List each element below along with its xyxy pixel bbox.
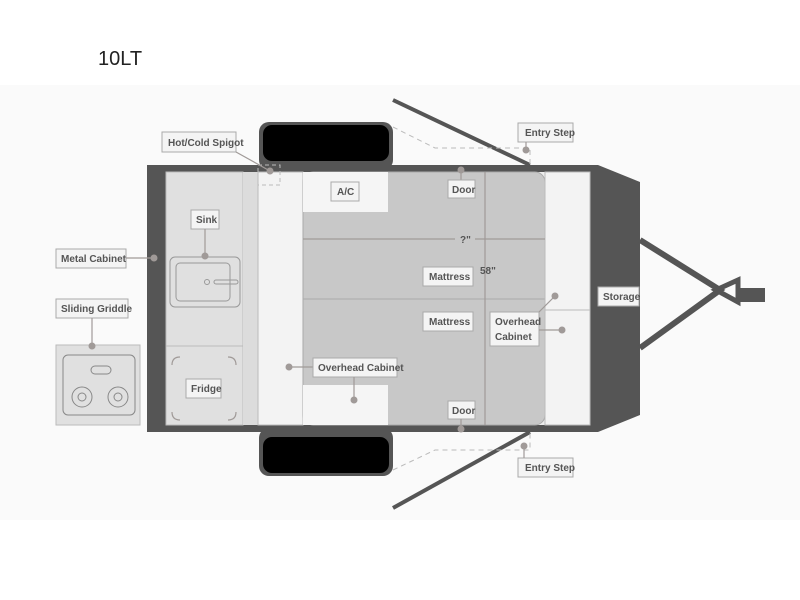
callout-sliding-griddle: Sliding Griddle (55, 298, 133, 350)
knob-icon (90, 365, 112, 375)
svg-text:Storage: Storage (603, 292, 641, 303)
callout-sink: Sink (190, 209, 220, 260)
burner-icon (71, 386, 93, 408)
svg-text:Metal Cabinet: Metal Cabinet (61, 254, 127, 265)
svg-text:Door: Door (452, 406, 475, 417)
faucet-icon (213, 279, 239, 285)
burner-center (113, 392, 123, 402)
burner-icon (107, 386, 129, 408)
a-frame-top (392, 98, 531, 167)
callout-overhead-cabinet-right: Overhead Cabinet (489, 292, 566, 347)
svg-text:Overhead Cabinet: Overhead Cabinet (318, 363, 404, 374)
callout-overhead-cabinet-left: Overhead Cabinet (285, 357, 404, 404)
callout-door-top: Door (447, 166, 476, 199)
width-dimension: ?" (460, 235, 471, 246)
svg-text:Entry Step: Entry Step (525, 128, 575, 139)
height-dimension: 58" (480, 266, 496, 277)
svg-text:Fridge: Fridge (191, 384, 222, 395)
tire-bottom (263, 437, 389, 473)
drain-icon (204, 279, 210, 285)
griddle-icon (62, 354, 136, 416)
svg-text:Cabinet: Cabinet (495, 332, 532, 343)
bottom-cabinet (303, 385, 388, 425)
burner-center (77, 392, 87, 402)
callout-fridge: Fridge (185, 378, 222, 399)
callout-metal-cabinet: Metal Cabinet (55, 248, 158, 269)
svg-text:Hot/Cold Spigot: Hot/Cold Spigot (168, 138, 244, 149)
callout-door-bottom: Door (447, 400, 476, 433)
floorplan-title: 10LT (98, 48, 143, 70)
svg-text:Sliding Griddle: Sliding Griddle (61, 304, 133, 315)
svg-text:A/C: A/C (337, 187, 354, 198)
callout-ac: A/C (330, 181, 360, 202)
sink-basin (175, 262, 231, 302)
aisle (243, 172, 258, 425)
entry-step-outline-bottom (392, 432, 531, 471)
callout-entry-step-top: Entry Step (517, 122, 575, 154)
spigot-outline (257, 164, 281, 186)
callout-entry-step-bottom: Entry Step (517, 442, 575, 478)
fridge-icon (171, 356, 237, 421)
a-frame-bottom (392, 430, 531, 510)
svg-text:Entry Step: Entry Step (525, 463, 575, 474)
svg-text:Overhead: Overhead (495, 317, 541, 328)
callout-storage: Storage (597, 286, 641, 307)
svg-text:Sink: Sink (196, 215, 218, 226)
svg-text:Mattress: Mattress (429, 272, 471, 283)
callout-mattress-bottom: Mattress (422, 311, 474, 332)
svg-text:Mattress: Mattress (429, 317, 471, 328)
bunk-column (257, 171, 304, 426)
griddle-unit (55, 344, 141, 426)
tire-top (263, 125, 389, 161)
hitch-coupler (738, 288, 765, 302)
callout-hot-cold-spigot: Hot/Cold Spigot (161, 131, 274, 175)
callout-mattress-top: Mattress (422, 266, 474, 287)
svg-text:Door: Door (452, 185, 475, 196)
entry-step-outline-top (392, 126, 531, 165)
